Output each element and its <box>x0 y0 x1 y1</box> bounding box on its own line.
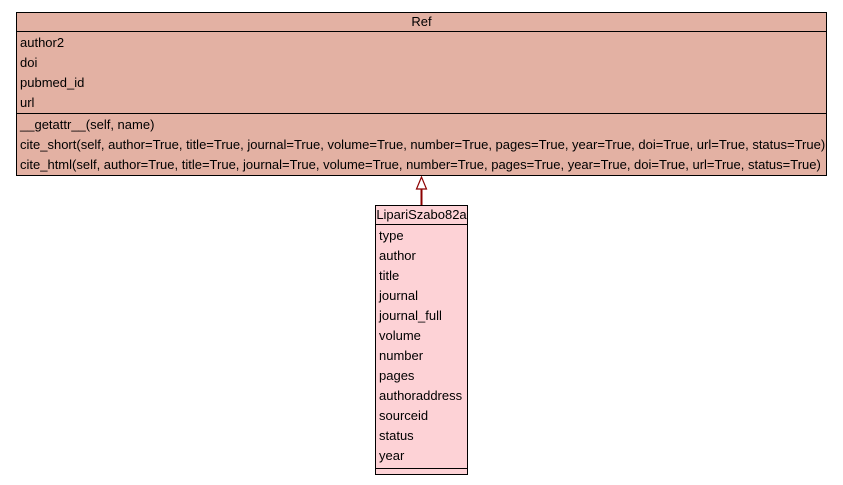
attribute-item: status <box>379 428 414 443</box>
attribute-item: number <box>379 348 424 363</box>
class-name-lipariszabo82a: LipariSzabo82a <box>376 206 467 225</box>
method-item: cite_short(self, author=True, title=True… <box>20 137 826 152</box>
attribute-item: author <box>379 248 416 263</box>
attribute-item: journal_full <box>379 308 442 323</box>
attribute-list-ref: author2 doi pubmed_id url <box>17 32 826 114</box>
method-item: cite_html(self, author=True, title=True,… <box>20 157 821 172</box>
attribute-item: title <box>379 268 400 283</box>
attribute-item: volume <box>379 328 421 343</box>
attribute-item: year <box>379 448 405 463</box>
class-name-ref: Ref <box>17 13 826 32</box>
method-list-ref: __getattr__(self, name) cite_short(self,… <box>17 114 826 175</box>
attribute-item: journal <box>379 288 419 303</box>
attribute-item: authoraddress <box>379 388 463 403</box>
attribute-item: author2 <box>20 35 65 50</box>
attribute-item: url <box>20 95 35 110</box>
inheritance-arrowhead <box>415 175 428 190</box>
attribute-item: pages <box>379 368 415 383</box>
class-box-ref[interactable]: Ref author2 doi pubmed_id url __getattr_… <box>16 12 827 176</box>
attribute-list-lipariszabo82a: type author title journal journal_full v… <box>376 225 467 469</box>
attribute-item: type <box>379 228 404 243</box>
attribute-item: sourceid <box>379 408 429 423</box>
class-box-lipariszabo82a[interactable]: LipariSzabo82a type author title journal… <box>375 205 468 475</box>
attribute-item: pubmed_id <box>20 75 85 90</box>
method-item: __getattr__(self, name) <box>20 117 155 132</box>
attribute-item: doi <box>20 55 38 70</box>
